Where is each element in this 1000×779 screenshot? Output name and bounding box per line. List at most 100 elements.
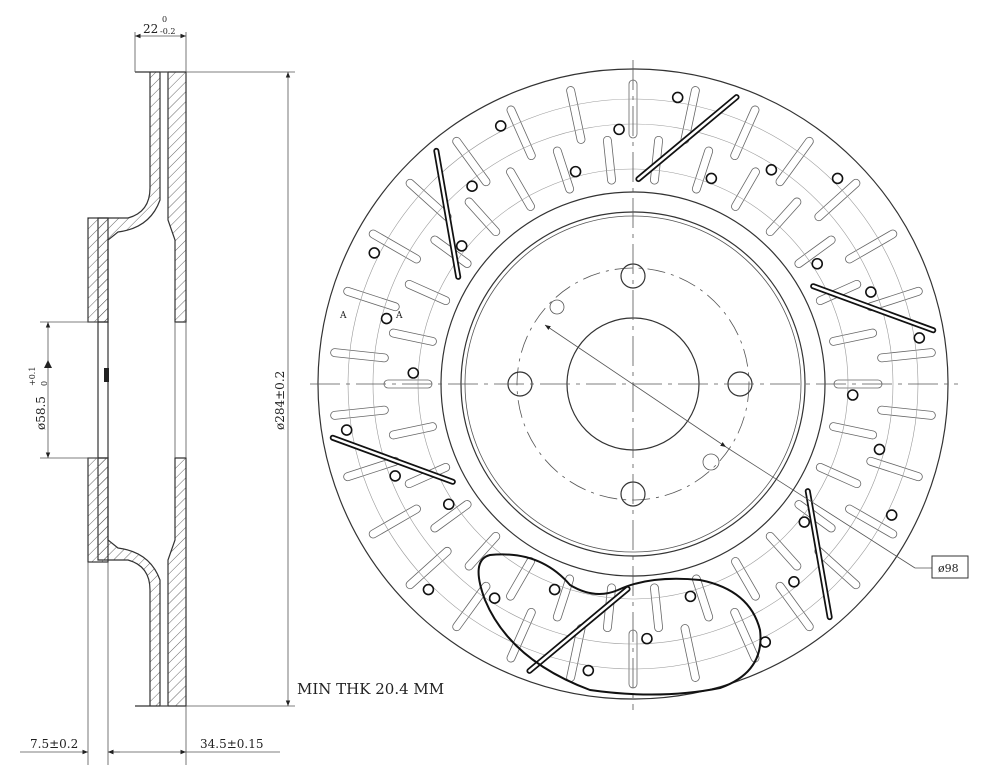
vent-slot: [731, 557, 760, 601]
side-section-view: 22 0 -0.2 ø58.5 +0.1 0 ø284±0.2 7.5±0.2 …: [20, 15, 444, 765]
drill-hole: [569, 165, 582, 178]
section-mark-right: A: [395, 311, 403, 321]
drill-hole: [798, 516, 811, 528]
thickness-dim: 22: [143, 22, 158, 36]
vent-slot: [628, 629, 638, 689]
vent-slot: [506, 105, 536, 160]
thickness-tol-upper: 0: [162, 15, 167, 24]
vent-slot: [628, 79, 638, 139]
vent-slot: [650, 135, 663, 185]
vent-slot: [452, 136, 491, 187]
vent-slot: [829, 422, 877, 440]
vent-slot: [845, 504, 898, 539]
vent-slot: [794, 500, 836, 533]
drill-hole: [865, 286, 877, 298]
vent-slot: [794, 235, 836, 268]
center-bore-tol-lower: 0: [40, 381, 49, 386]
vent-slot: [650, 583, 663, 633]
vent-slot: [691, 574, 714, 622]
vent-slot: [814, 546, 861, 590]
highlight-outline: [477, 553, 762, 696]
center-bore-dim: ø58.5: [34, 396, 48, 430]
drill-hole: [765, 164, 778, 176]
drill-hole: [759, 636, 772, 648]
vent-slot: [464, 531, 501, 571]
vent-slot: [845, 229, 898, 264]
vent-slot: [389, 422, 437, 440]
vent-slot: [330, 348, 389, 363]
thickness-tol-lower: -0.2: [160, 27, 175, 36]
drill-hole: [582, 664, 595, 677]
vent-slot: [603, 583, 616, 633]
drill-hole: [831, 172, 844, 185]
vent-slot: [368, 504, 421, 539]
vent-slot: [430, 500, 472, 533]
grooves: [329, 94, 937, 674]
min-thickness-note: MIN THK 20.4 MM: [297, 680, 444, 698]
datum-triangle: [44, 360, 52, 368]
vent-slot: [404, 463, 451, 489]
drill-hole: [407, 367, 420, 379]
vent-slot: [506, 557, 535, 601]
drill-hole: [494, 120, 507, 132]
drill-hole: [422, 583, 435, 596]
slant-groove-inner: [637, 95, 738, 181]
slant-groove-inner: [435, 149, 460, 279]
rotor-section-lower: [97, 457, 187, 707]
drill-hole: [380, 312, 393, 325]
vent-slot: [552, 574, 575, 622]
slant-groove-inner: [811, 284, 935, 332]
drill-hole: [548, 583, 561, 596]
vent-slot: [765, 531, 802, 571]
drill-hole: [811, 257, 824, 270]
drill-hole: [671, 91, 684, 104]
vent-slot: [814, 178, 861, 222]
vent-slot: [464, 197, 501, 237]
outer-diameter-dim: ø284±0.2: [273, 371, 287, 430]
drill-hole: [788, 575, 800, 588]
vent-slot: [506, 608, 536, 663]
drill-hole: [466, 180, 478, 193]
vent-slot: [506, 167, 535, 211]
vent-slot: [404, 279, 451, 305]
hat-offset-dim: 7.5±0.2: [30, 737, 78, 751]
vent-slot: [405, 546, 452, 590]
drill-hole: [913, 332, 926, 344]
drill-hole: [684, 590, 697, 603]
slant-groove-inner: [331, 436, 455, 484]
vent-slot: [566, 624, 586, 682]
drill-hole: [705, 172, 718, 185]
vent-slot: [680, 624, 700, 682]
drill-hole: [488, 592, 501, 604]
drill-hole: [613, 123, 625, 136]
vent-slot: [833, 379, 883, 389]
drill-hole: [885, 509, 898, 521]
rotor-section-upper: [97, 71, 187, 323]
locator-hole: [549, 299, 565, 315]
vent-slot: [691, 146, 714, 194]
vent-slot: [430, 235, 472, 268]
hub-face: [87, 217, 109, 323]
vent-slot: [343, 456, 400, 482]
vent-slot: [877, 405, 936, 420]
vent-slot: [775, 581, 814, 632]
vent-slot: [775, 136, 814, 187]
vent-slot: [603, 135, 616, 185]
vent-slot: [866, 456, 923, 482]
vent-slot: [389, 328, 437, 346]
front-view: ø98 A A: [310, 60, 969, 710]
slant-groove-inner: [528, 587, 629, 673]
drill-hole: [368, 247, 381, 259]
vent-slot: [566, 86, 586, 144]
drill-holes: [340, 91, 926, 677]
drill-hole: [340, 424, 353, 436]
vent-slot: [330, 405, 389, 420]
overall-height-dim: 34.5±0.15: [200, 737, 264, 751]
vent-slot: [368, 229, 421, 264]
drill-hole: [641, 632, 653, 645]
locator-hole-2: [702, 453, 720, 471]
vent-slot: [815, 279, 862, 305]
vent-slot: [383, 379, 433, 389]
slant-groove-inner: [806, 489, 831, 619]
